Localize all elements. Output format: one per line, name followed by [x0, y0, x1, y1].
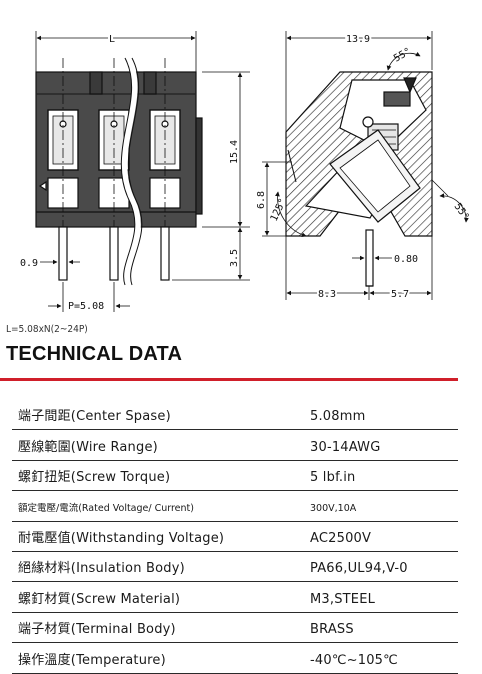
spec-row: 螺釘材質(Screw Material) M3,STEEL	[12, 581, 458, 613]
side-pin	[365, 229, 374, 287]
spec-label: 操作溫度(Temperature)	[12, 642, 298, 674]
dim-pin-width-label: 0.9	[20, 258, 38, 269]
spec-value: 300V,10A	[298, 490, 458, 522]
technical-drawing: L 0.9 P=5.08 15.4 3.5	[20, 31, 471, 312]
dim-angle-top-label: 55°	[392, 46, 413, 65]
dim-offset-b-label: 5.7	[391, 289, 409, 300]
spec-label: 螺釘扭矩(Screw Torque)	[12, 460, 298, 492]
dim-pitch-label: P=5.08	[68, 301, 104, 312]
spec-label: 耐電壓值(Withstanding Voltage)	[12, 521, 298, 552]
section-heading: TECHNICAL DATA	[6, 343, 183, 365]
spec-value: -40℃~105℃	[298, 642, 458, 674]
dim-pin-thickness-label: 0.80	[394, 254, 418, 265]
dim-height-lower-label: 6.8	[256, 191, 267, 209]
spec-value: AC2500V	[298, 521, 458, 552]
spec-row: 絕緣材料(Insulation Body) PA66,UL94,V-0	[12, 551, 458, 583]
spec-value: 5 lbf.in	[298, 460, 458, 492]
dim-angle-right-label: 55°	[452, 201, 471, 222]
spec-row: 耐電壓值(Withstanding Voltage) AC2500V	[12, 521, 458, 552]
heading-underline	[0, 378, 458, 381]
front-view	[35, 31, 250, 312]
dim-length-label: L	[109, 34, 115, 45]
spec-value: 30-14AWG	[298, 429, 458, 461]
spec-value: M3,STEEL	[298, 581, 458, 613]
dim-depth-label: 13.9	[346, 34, 370, 45]
spec-row: 壓線範圍(Wire Range) 30-14AWG	[12, 429, 458, 461]
spec-row: 端子間距(Center Spase) 5.08mm	[12, 400, 458, 431]
dim-height-total-label: 15.4	[229, 140, 240, 164]
length-formula: L=5.08xN(2~24P)	[6, 324, 88, 335]
spec-label: 端子間距(Center Spase)	[12, 400, 298, 431]
spec-value: PA66,UL94,V-0	[298, 551, 458, 583]
pin-3	[160, 226, 170, 281]
spec-value: 5.08mm	[298, 400, 458, 431]
dim-pin-length-label: 3.5	[229, 249, 240, 267]
spec-row: 額定電壓/電流(Rated Voltage/ Current) 300V,10A	[12, 490, 458, 522]
spec-label: 額定電壓/電流(Rated Voltage/ Current)	[12, 490, 298, 522]
spec-label: 壓線範圍(Wire Range)	[12, 429, 298, 461]
spec-row: 操作溫度(Temperature) -40℃~105℃	[12, 642, 458, 674]
spec-label: 螺釘材質(Screw Material)	[12, 581, 298, 613]
side-view	[262, 31, 469, 300]
spec-row: 螺釘扭矩(Screw Torque) 5 lbf.in	[12, 460, 458, 492]
spec-value: BRASS	[298, 612, 458, 644]
dim-offset-a-label: 8.3	[318, 289, 336, 300]
spec-label: 端子材質(Terminal Body)	[12, 612, 298, 644]
spec-row: 端子材質(Terminal Body) BRASS	[12, 612, 458, 644]
pin-1	[58, 226, 68, 281]
spec-table: 端子間距(Center Spase) 5.08mm 壓線範圍(Wire Rang…	[12, 400, 458, 674]
pin-2	[109, 226, 119, 281]
spec-label: 絕緣材料(Insulation Body)	[12, 551, 298, 583]
